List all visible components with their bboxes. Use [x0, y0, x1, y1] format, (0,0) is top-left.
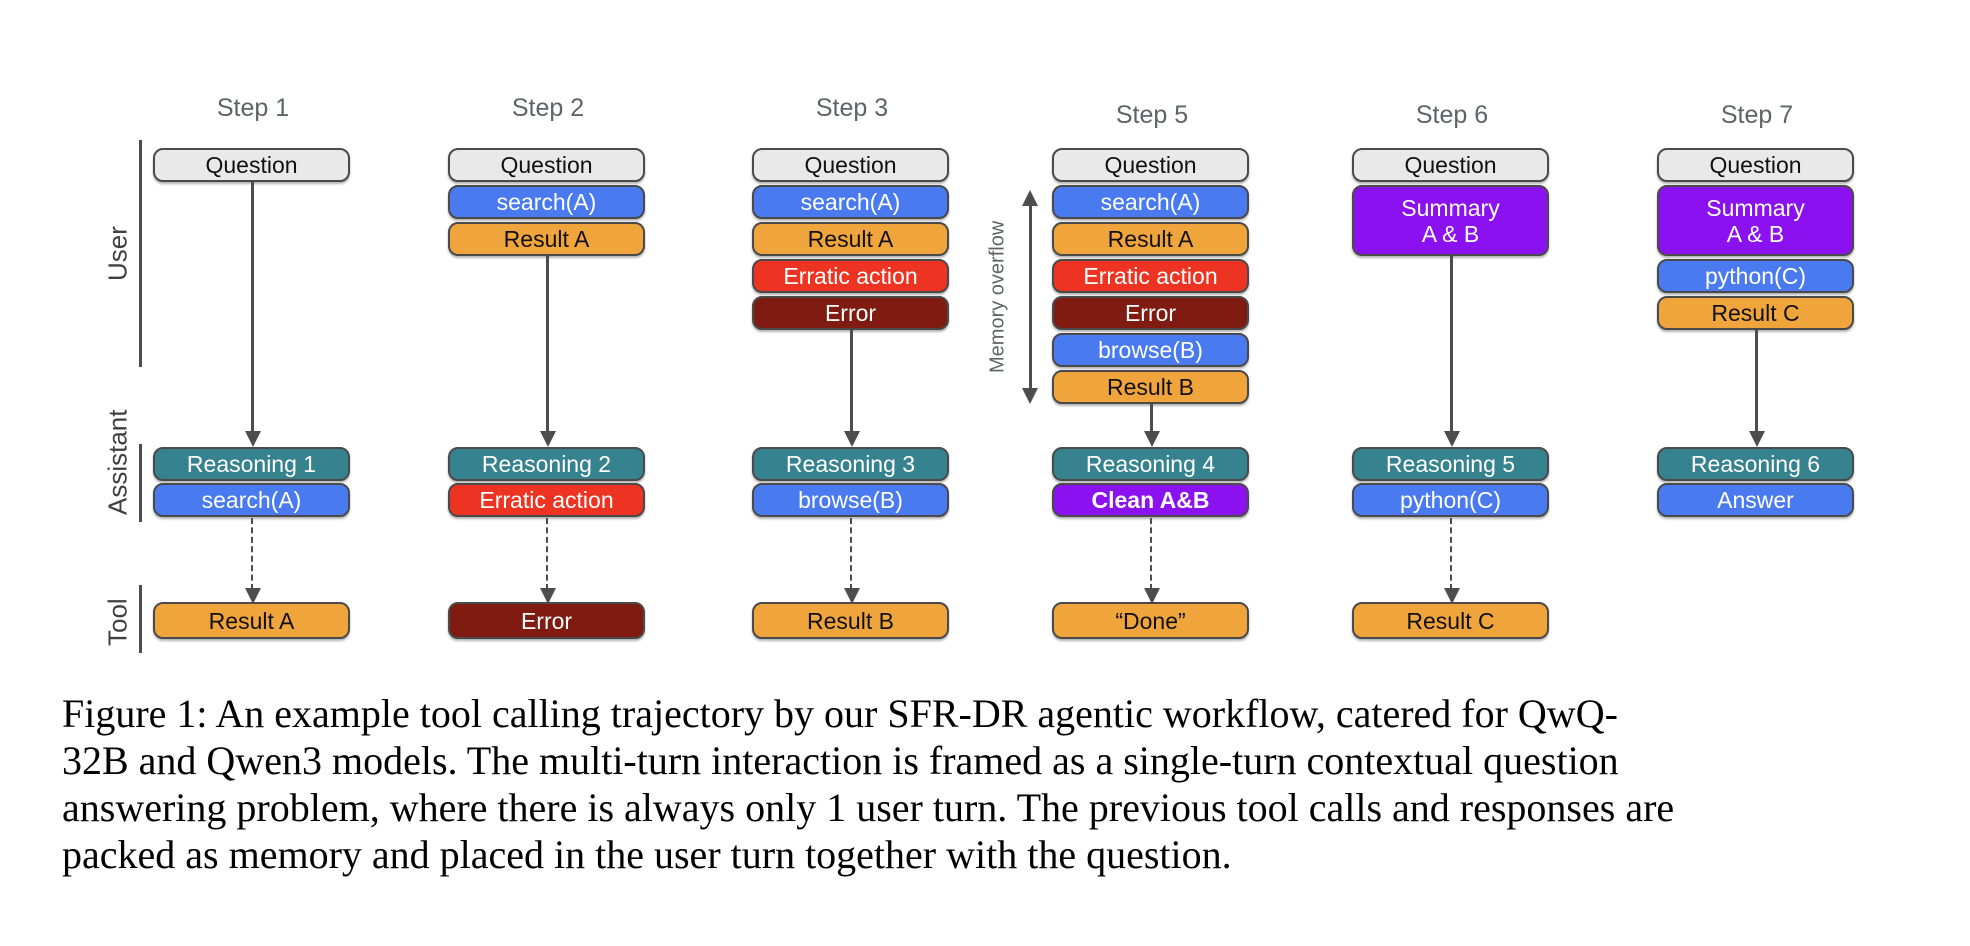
step3-tool-arrow-head	[844, 588, 860, 604]
figure-caption: Figure 1: An example tool calling trajec…	[62, 690, 1952, 878]
step5-result-a-box: Result A	[1052, 222, 1249, 256]
caption-line-4: packed as memory and placed in the user …	[62, 832, 1232, 877]
step1-question-box: Question	[153, 148, 350, 182]
step2-result-box: Result A	[448, 222, 645, 256]
step5-erratic-action-box: Erratic action	[1052, 259, 1249, 293]
row-label-assistant: Assistant	[102, 409, 133, 515]
step5-question-box: Question	[1052, 148, 1249, 182]
user-row-bracket	[139, 140, 142, 367]
step5-user-arrow-line	[1150, 404, 1153, 433]
step-3-title: Step 3	[815, 94, 889, 122]
step6-tool-result-box: Result C	[1352, 602, 1549, 639]
row-label-tool: Tool	[102, 598, 133, 647]
step5-reasoning-box: Reasoning 4	[1052, 447, 1249, 481]
step3-tool-result-box: Result B	[752, 602, 949, 639]
step2-tool-error-box: Error	[448, 602, 645, 639]
step5-clean-ab-box: Clean A&B	[1052, 483, 1249, 517]
step-1-title: Step 1	[216, 94, 290, 122]
caption-line-1: Figure 1: An example tool calling trajec…	[62, 691, 1618, 736]
step1-tool-arrow-head	[245, 588, 261, 604]
row-label-user: User	[102, 226, 133, 281]
step7-result-c-box: Result C	[1657, 296, 1854, 330]
step1-user-arrow-line	[251, 182, 254, 433]
step6-question-box: Question	[1352, 148, 1549, 182]
step-6-title: Step 6	[1415, 101, 1489, 129]
step7-user-arrow-line	[1755, 330, 1758, 433]
memory-overflow-arrow-line	[1029, 200, 1032, 394]
step2-user-arrow-head	[540, 431, 556, 447]
step1-reasoning-box: Reasoning 1	[153, 447, 350, 481]
assistant-row-bracket	[139, 444, 142, 522]
step6-python-box: python(C)	[1352, 483, 1549, 517]
step3-browse-box: browse(B)	[752, 483, 949, 517]
step2-tool-arrow-head	[540, 588, 556, 604]
step5-error-box: Error	[1052, 296, 1249, 330]
step6-user-arrow-line	[1450, 256, 1453, 433]
step1-tool-result-box: Result A	[153, 602, 350, 639]
step6-summary-box: Summary A & B	[1352, 185, 1549, 256]
step3-search-box: search(A)	[752, 185, 949, 219]
step2-search-box: search(A)	[448, 185, 645, 219]
memory-overflow-label: Memory overflow	[986, 220, 1009, 374]
step6-tool-arrow-line	[1450, 518, 1452, 590]
memory-overflow-arrow-head-bottom	[1022, 388, 1038, 404]
step5-user-arrow-head	[1144, 431, 1160, 447]
step5-tool-done-box: “Done”	[1052, 602, 1249, 639]
step1-search-box: search(A)	[153, 483, 350, 517]
step2-question-box: Question	[448, 148, 645, 182]
step7-answer-box: Answer	[1657, 483, 1854, 517]
step5-search-box: search(A)	[1052, 185, 1249, 219]
step2-user-arrow-line	[546, 256, 549, 433]
step6-user-arrow-head	[1444, 431, 1460, 447]
step2-tool-arrow-line	[546, 518, 548, 590]
step7-python-box: python(C)	[1657, 259, 1854, 293]
step6-tool-arrow-head	[1444, 588, 1460, 604]
step1-user-arrow-head	[245, 431, 261, 447]
step-5-title: Step 5	[1115, 101, 1189, 129]
tool-row-bracket	[139, 585, 142, 653]
step7-summary-box: Summary A & B	[1657, 185, 1854, 256]
step5-tool-arrow-line	[1150, 518, 1152, 590]
memory-overflow-arrow-head-top	[1022, 190, 1038, 206]
step-2-title: Step 2	[511, 94, 585, 122]
caption-line-3: answering problem, where there is always…	[62, 785, 1675, 830]
step7-reasoning-box: Reasoning 6	[1657, 447, 1854, 481]
step2-reasoning-box: Reasoning 2	[448, 447, 645, 481]
step2-erratic-action-box: Erratic action	[448, 483, 645, 517]
step3-erratic-action-box: Erratic action	[752, 259, 949, 293]
step3-question-box: Question	[752, 148, 949, 182]
step7-user-arrow-head	[1749, 431, 1765, 447]
step5-browse-box: browse(B)	[1052, 333, 1249, 367]
step5-result-b-box: Result B	[1052, 370, 1249, 404]
step1-tool-arrow-line	[251, 518, 253, 590]
step3-user-arrow-head	[844, 431, 860, 447]
step3-reasoning-box: Reasoning 3	[752, 447, 949, 481]
step7-question-box: Question	[1657, 148, 1854, 182]
step3-result-box: Result A	[752, 222, 949, 256]
caption-line-2: 32B and Qwen3 models. The multi-turn int…	[62, 738, 1619, 783]
step6-reasoning-box: Reasoning 5	[1352, 447, 1549, 481]
step3-user-arrow-line	[850, 330, 853, 433]
step-7-title: Step 7	[1720, 101, 1794, 129]
step3-error-box: Error	[752, 296, 949, 330]
step3-tool-arrow-line	[850, 518, 852, 590]
step5-tool-arrow-head	[1144, 588, 1160, 604]
